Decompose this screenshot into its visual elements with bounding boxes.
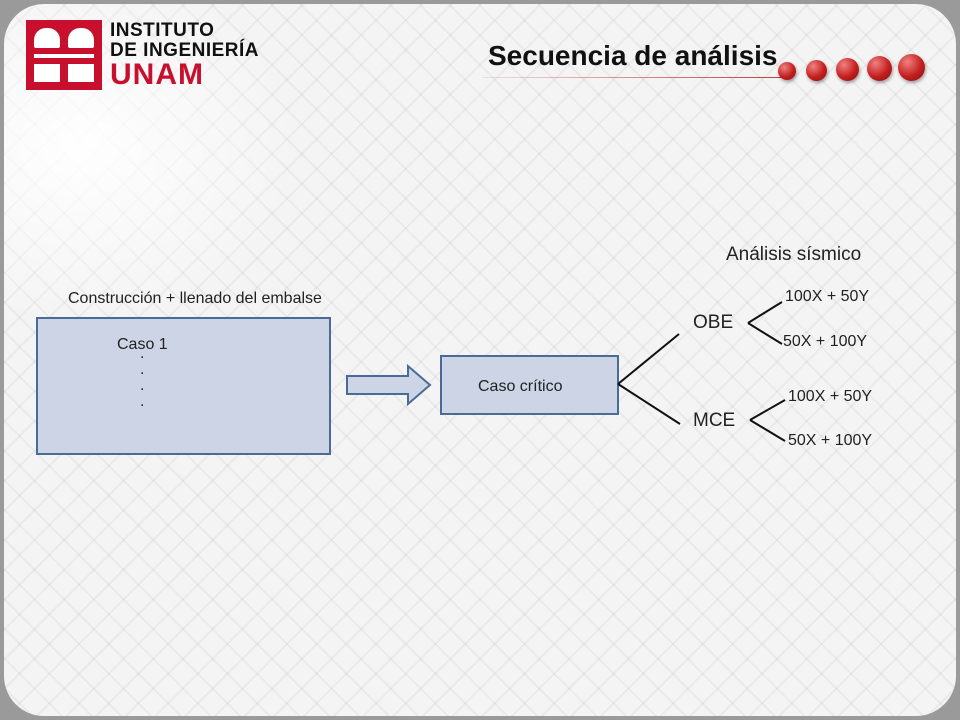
branch-label-mce: MCE [693,410,736,431]
critical-case-label: Caso crítico [478,378,563,395]
decor-dot-2-icon [806,60,827,81]
logo-mark-icon [26,20,102,90]
logo-text-line1: INSTITUTO [110,20,215,41]
branch-line-obe-combo2 [747,322,783,345]
branch-line-obe-combo1 [747,301,783,324]
construction-box [36,317,331,455]
right-arrow-icon [346,363,432,407]
decor-dot-1-icon [778,62,796,80]
branch-line-mce [617,383,681,425]
mce-combo-2: 50X + 100Y [788,432,873,449]
seismic-analysis-title: Análisis sísmico [726,244,862,265]
branch-line-obe [617,333,680,385]
decor-dot-3-icon [836,58,859,81]
slide-title: Secuencia de análisis [488,40,778,71]
case-ellipsis-dot-2: . [140,361,145,378]
critical-case-box [440,355,619,415]
branch-label-obe: OBE [693,312,734,333]
case-ellipsis-dot-3: . [140,377,145,394]
decor-dot-5-icon [898,54,925,81]
logo-text-line2: DE INGENIERÍA [110,40,260,61]
branch-line-mce-combo2 [749,419,786,442]
logo-text-line3: UNAM [110,58,204,91]
mce-combo-1: 100X + 50Y [788,388,873,405]
case-ellipsis-dot-4: . [140,393,145,410]
slide: INSTITUTO DE INGENIERÍA UNAM Secuencia d… [4,4,956,716]
case-1-label: Caso 1 [117,336,168,353]
case-ellipsis-dot-1: . [140,345,145,362]
institute-logo: INSTITUTO DE INGENIERÍA UNAM [26,20,266,91]
analysis-flow-diagram [36,301,786,455]
decor-dot-4-icon [867,56,892,81]
branch-line-mce-combo1 [749,399,786,421]
obe-combo-1: 100X + 50Y [785,288,870,305]
construction-label: Construcción + llenado del embalse [68,290,322,307]
obe-combo-2: 50X + 100Y [783,333,868,350]
title-rule [482,77,782,78]
